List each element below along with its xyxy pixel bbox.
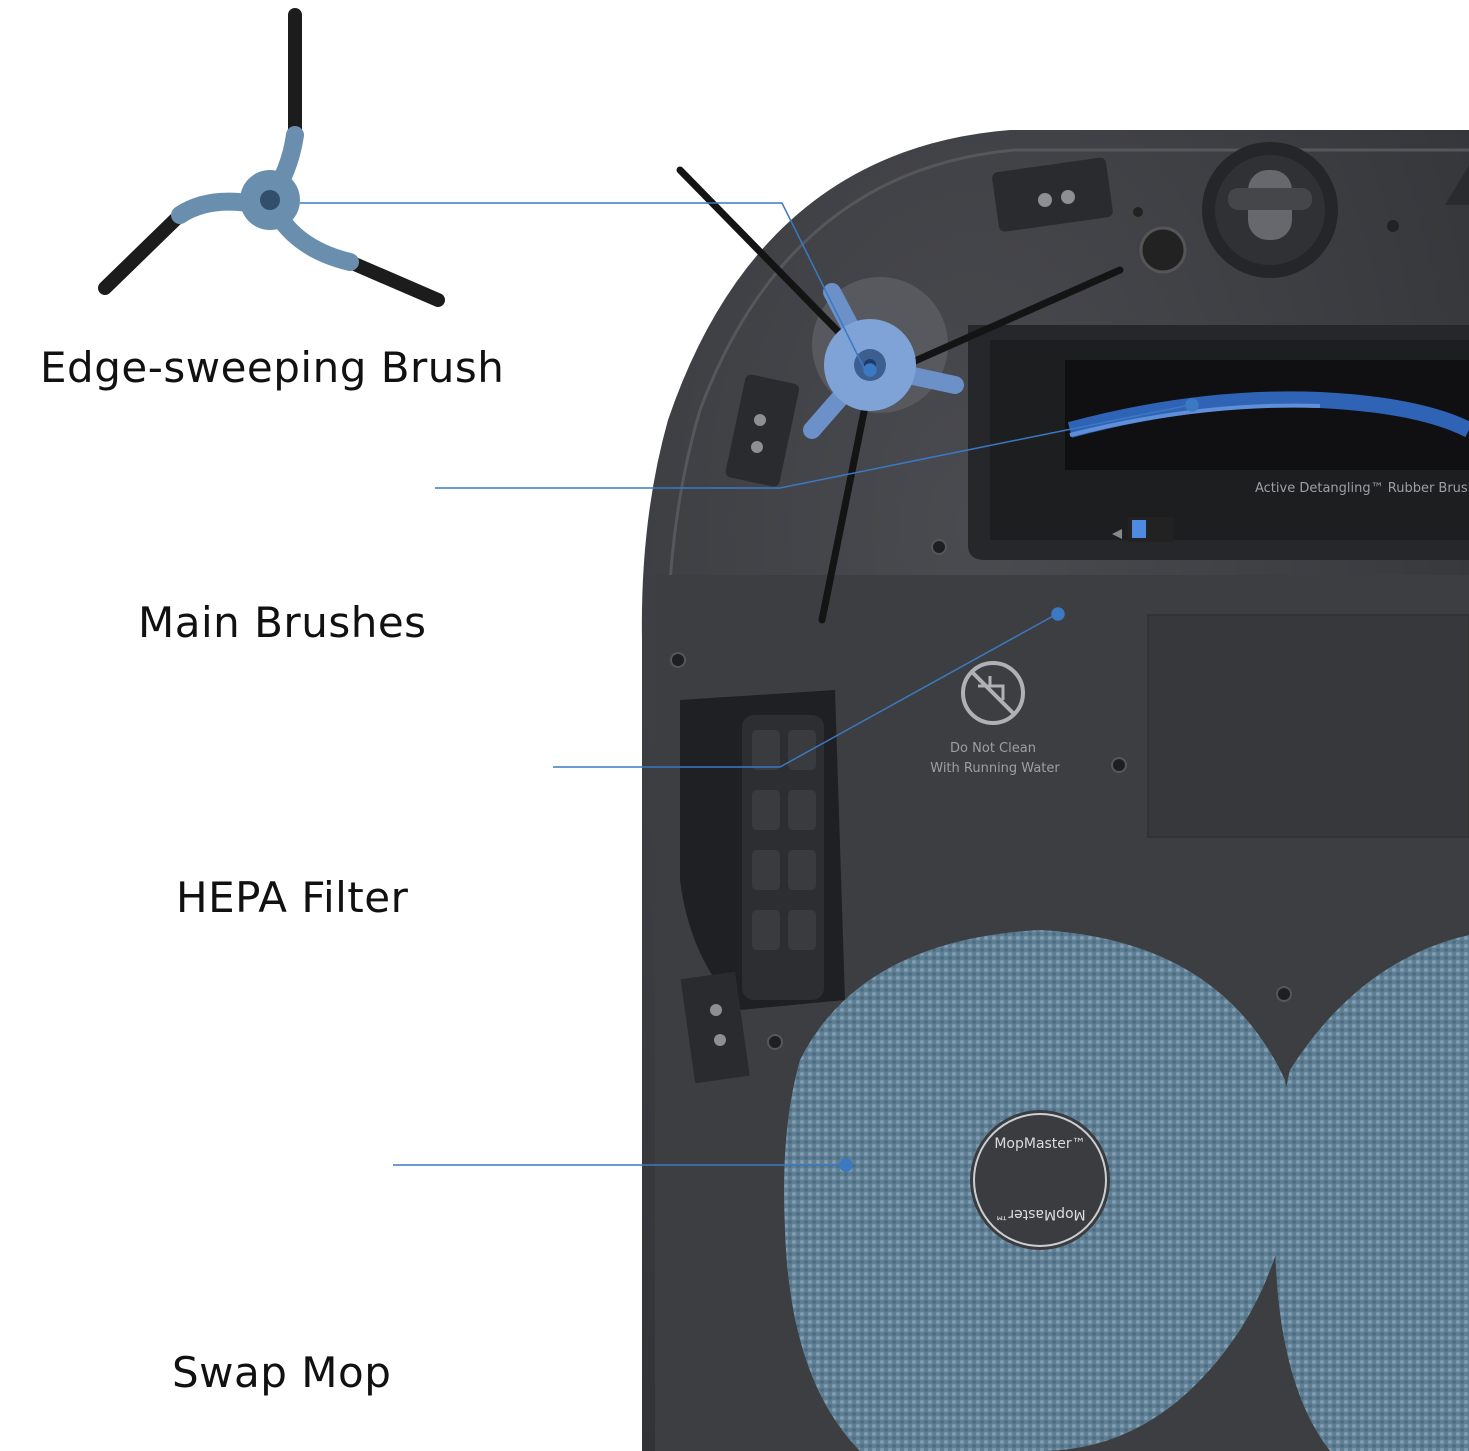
cliff-sensor-top	[992, 157, 1113, 232]
no-water-icon	[961, 661, 1025, 725]
side-brush-part	[98, 8, 445, 307]
robot-vacuum-underside: Active Detangling™ Rubber Brush	[641, 130, 1469, 1451]
label-swap-mop: Swap Mop	[172, 1348, 392, 1397]
drive-wheel	[680, 690, 845, 1010]
label-main-brushes: Main Brushes	[138, 598, 427, 647]
cliff-sensor-left	[725, 374, 800, 487]
caster-wheel	[1202, 142, 1338, 278]
label-hepa-filter: HEPA Filter	[176, 873, 409, 922]
callout-side-brush	[300, 202, 866, 371]
callout-hepa	[553, 614, 1056, 768]
mop-pad-right	[1275, 935, 1469, 1451]
callout-main-brush	[435, 404, 1191, 489]
mop-brand-top: MopMaster™	[994, 1136, 1085, 1152]
cliff-sensor-bottom	[680, 971, 750, 1084]
warning-line-2: With Running Water	[930, 761, 1060, 776]
main-brush-bay: Active Detangling™ Rubber Brush	[968, 325, 1469, 560]
side-brush-mount	[676, 166, 1124, 624]
mop-brand-bottom: MopMaster™	[994, 1206, 1085, 1222]
label-edge-sweeping-brush: Edge-sweeping Brush	[40, 343, 505, 392]
roller-print: Active Detangling™ Rubber Brush	[1255, 481, 1469, 496]
warning-line-1: Do Not Clean	[950, 741, 1036, 756]
mop-pad-left: MopMaster™ MopMaster™	[784, 930, 1292, 1451]
callout-lines	[300, 202, 1199, 1172]
